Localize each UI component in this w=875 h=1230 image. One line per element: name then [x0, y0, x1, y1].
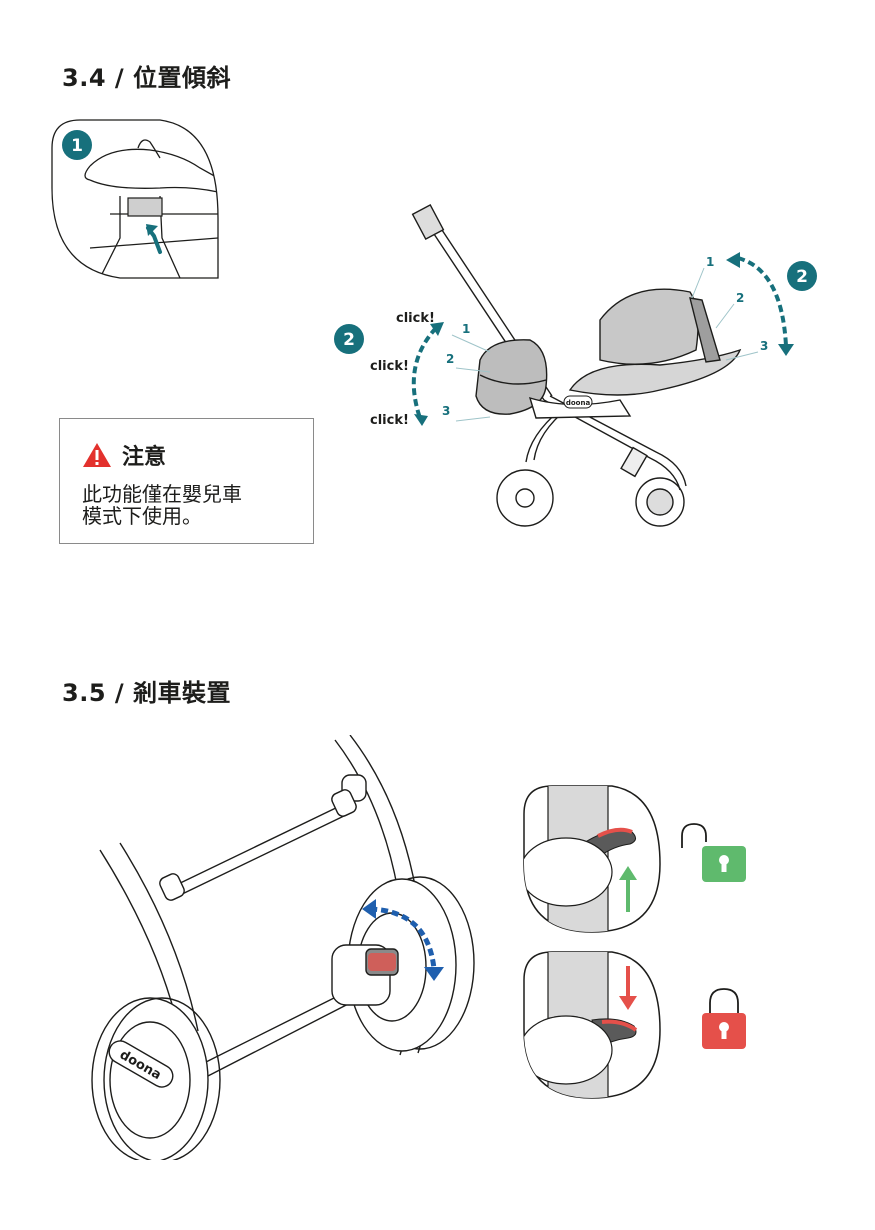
- warning-triangle-icon: [83, 443, 111, 467]
- stroller-brand-label: doona: [566, 399, 591, 407]
- brake-unlocked-inset: [523, 785, 661, 933]
- lock-icon: [702, 988, 746, 1049]
- click-label-2: click!: [370, 359, 409, 374]
- brake-rotate-arrow: [369, 906, 437, 970]
- brake-locked-inset: [523, 951, 661, 1099]
- right-step-badge: [787, 261, 817, 291]
- click-label-3: click!: [370, 413, 409, 428]
- left-step-3: 3: [442, 404, 450, 418]
- recline-handle-inset: 1: [51, 119, 219, 279]
- warning-text: 此功能僅在嬰兒車 模式下使用。: [82, 482, 242, 528]
- warning-heading: 注意: [82, 439, 166, 471]
- recline-arc-right: [737, 256, 788, 347]
- right-step-2: 2: [736, 291, 744, 305]
- left-step-1: 1: [462, 322, 470, 336]
- right-step-1: 1: [706, 255, 714, 269]
- warning-title: 注意: [122, 445, 167, 470]
- warning-box: 注意 此功能僅在嬰兒車 模式下使用。: [59, 418, 314, 544]
- section-title-recline: 3.4 / 位置傾斜: [62, 64, 231, 92]
- click-label-1: click!: [396, 311, 435, 326]
- unlock-icon: [681, 823, 746, 882]
- left-step-badge: [334, 324, 364, 354]
- brake-wheel-illustration: doona: [91, 735, 475, 1160]
- section-title-brake: 3.5 / 剎車裝置: [62, 679, 231, 707]
- left-step-2: 2: [446, 352, 454, 366]
- step-badge-1: [62, 130, 92, 160]
- stroller-recline-illustration: doona 2 click! click! click! 1 2 3 2 1 2…: [334, 203, 817, 527]
- right-step-3: 3: [760, 339, 768, 353]
- recline-arc-left: [411, 326, 438, 419]
- right-badge-number: 2: [796, 267, 808, 287]
- inset-badge-number: 1: [71, 136, 83, 156]
- left-badge-number: 2: [343, 330, 355, 350]
